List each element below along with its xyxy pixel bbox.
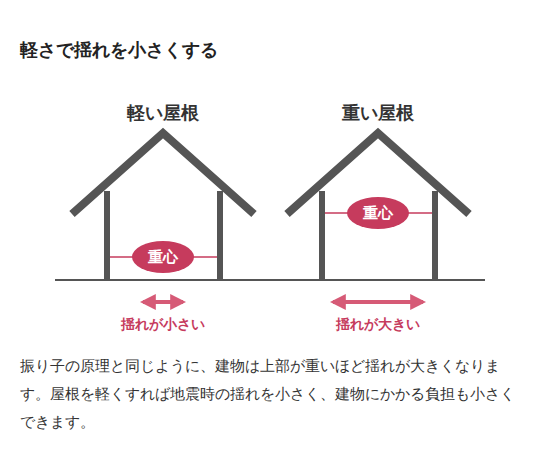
gravity-oval: 重心: [347, 197, 409, 229]
sway-label: 揺れが大きい: [336, 316, 420, 334]
roof: [72, 133, 254, 214]
wall: [432, 191, 438, 280]
gravity-label: 重心: [363, 204, 393, 223]
ground-line: [55, 279, 485, 281]
wall: [319, 191, 325, 280]
sway-arrow: [333, 300, 423, 304]
caption: 振り子の原理と同じように、建物は上部が重いほど揺れが大きくなります。屋根を軽くす…: [20, 352, 525, 436]
house-outline: 重い屋根重心: [275, 95, 481, 285]
sway-label: 揺れが小さい: [121, 316, 205, 334]
roof-heading: 重い屋根: [275, 95, 481, 125]
gravity-label: 重心: [148, 248, 178, 267]
sway-arrow: [143, 300, 183, 304]
title: 軽さで揺れを小さくする: [20, 38, 218, 62]
roof-heading: 軽い屋根: [60, 95, 266, 125]
house-outline: 軽い屋根重心: [60, 95, 266, 285]
wall: [104, 191, 110, 280]
wall: [217, 191, 223, 280]
gravity-oval: 重心: [132, 241, 194, 273]
house-shape: [275, 95, 481, 285]
